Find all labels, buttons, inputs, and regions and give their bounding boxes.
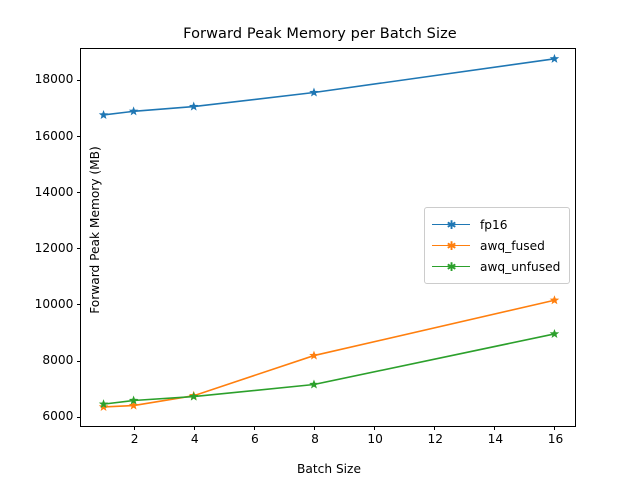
plot-area: 6000 8000 10000 12000 14000 16000 18000 2 4 6 8 10… <box>35 48 576 476</box>
legend-line-0 <box>432 223 470 226</box>
data-point-awq_unfused-1 <box>98 399 109 409</box>
y-tick: 16000 <box>35 129 81 143</box>
chart-title: Forward Peak Memory per Batch Size <box>183 26 457 42</box>
y-tick-label: 8000 <box>42 353 74 368</box>
x-tick-label: 4 <box>190 432 199 446</box>
data-point-awq_fused-2 <box>128 400 139 410</box>
x-tick-label: 12 <box>427 432 443 446</box>
legend-swatch-0: ✱ <box>432 218 470 232</box>
chart-legend: ✱ fp16 ✱ awq_fused ✱ awq_unfused <box>424 207 571 284</box>
x-tick: 16 <box>548 426 563 446</box>
x-tick-label: 16 <box>547 432 564 446</box>
data-point-awq_unfused-4 <box>188 391 199 401</box>
y-tick-label: 6000 <box>42 409 74 424</box>
x-tick: 12 <box>427 426 443 446</box>
y-tick: 14000 <box>35 185 81 199</box>
x-axis-title: Batch Size <box>297 462 361 476</box>
y-tick: 18000 <box>35 72 81 86</box>
data-point-fp16-1 <box>98 109 109 120</box>
x-tick: 8 <box>311 426 319 446</box>
data-point-awq_fused-8 <box>309 350 319 360</box>
data-point-awq_unfused-16 <box>549 328 560 338</box>
legend-label-1: awq_fused <box>480 238 545 253</box>
data-point-awq_unfused-8 <box>309 379 319 389</box>
series-line-fp16 <box>103 58 555 116</box>
data-point-awq_fused-1 <box>98 401 109 411</box>
x-tick-label: 2 <box>130 432 139 446</box>
y-tick-label: 16000 <box>34 128 74 143</box>
series-line-awq_unfused <box>103 333 555 405</box>
y-tick-label: 10000 <box>34 296 74 311</box>
x-tick-label: 10 <box>367 432 383 446</box>
y-tick: 10000 <box>35 297 81 311</box>
x-tick-label: 8 <box>311 432 319 446</box>
data-point-awq_fused-16 <box>549 295 560 305</box>
legend-line-1 <box>432 244 470 247</box>
x-tick: 14 <box>488 426 503 446</box>
y-tick: 12000 <box>35 241 81 255</box>
star-marker-icon: ✱ <box>446 259 457 274</box>
y-tick-label: 18000 <box>34 72 74 87</box>
x-tick-label: 14 <box>487 432 504 446</box>
series-line-awq_fused <box>103 299 555 408</box>
data-point-fp16-4 <box>188 101 199 111</box>
legend-swatch-2: ✱ <box>432 260 470 274</box>
data-point-awq_unfused-2 <box>128 395 139 405</box>
data-point-fp16-2 <box>128 106 139 116</box>
legend-item-0[interactable]: ✱ fp16 <box>432 214 560 235</box>
y-tick: 6000 <box>42 409 81 423</box>
data-point-fp16-8 <box>309 87 319 97</box>
x-tick: 6 <box>251 426 259 446</box>
plot-lines <box>98 53 560 411</box>
legend-label-0: fp16 <box>480 217 508 232</box>
data-point-fp16-16 <box>549 53 560 63</box>
legend-line-2 <box>432 265 470 268</box>
star-marker-icon: ✱ <box>446 217 457 232</box>
x-tick: 4 <box>191 426 199 446</box>
legend-item-1[interactable]: ✱ awq_fused <box>432 235 560 256</box>
x-tick: 10 <box>367 426 383 446</box>
x-tick-label: 6 <box>250 432 259 446</box>
y-axis-title: Forward Peak Memory (MB) <box>88 146 102 314</box>
star-marker-icon: ✱ <box>446 238 457 253</box>
y-tick-label: 14000 <box>34 184 74 199</box>
y-tick-label: 12000 <box>34 240 74 255</box>
x-tick: 2 <box>131 426 138 446</box>
legend-label-2: awq_unfused <box>480 259 561 274</box>
legend-swatch-1: ✱ <box>432 239 470 253</box>
legend-item-2[interactable]: ✱ awq_unfused <box>432 256 560 277</box>
y-tick: 8000 <box>42 353 81 367</box>
